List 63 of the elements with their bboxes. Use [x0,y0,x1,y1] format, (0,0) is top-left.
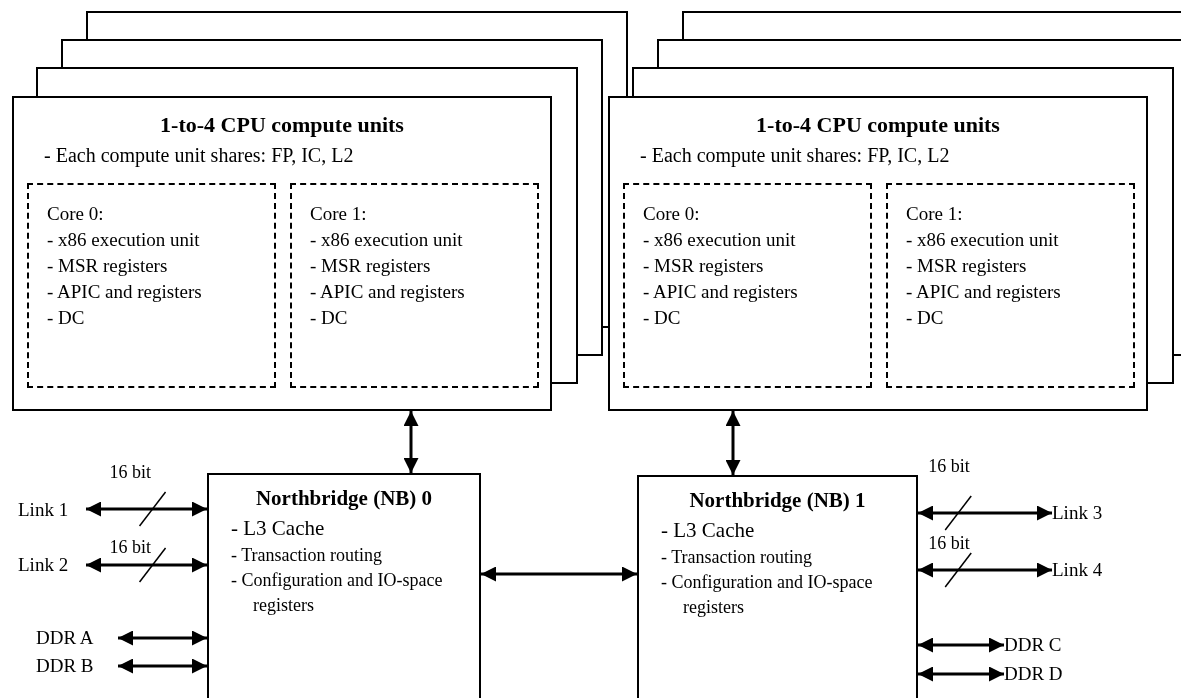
bullet-item: - APIC and registers [47,280,203,304]
bullet-item: - MSR registers [906,254,1028,278]
bullet-item: - x86 execution unit [906,228,1060,252]
core-box [27,183,276,388]
core-box [886,183,1135,388]
port-label: Link 2 [18,553,86,577]
edge-label: 16 bit [928,533,970,553]
bullet-item: - L3 Cache [661,517,756,544]
arrow [118,630,207,646]
arrow [918,505,1052,521]
core-box [290,183,539,388]
port-label: DDR A [36,626,118,650]
box-title: 1-to-4 CPU compute units [159,112,405,138]
box-title: Northbridge (NB) 1 [688,487,867,514]
port-label: Link 3 [1052,501,1120,525]
compute-unit-box [608,96,1148,411]
bullet-item: - x86 execution unit [310,228,464,252]
compute-unit-box [12,96,552,411]
core-title: Core 1: [906,202,964,226]
arrow [918,666,1004,682]
bullet-item: - Configuration and IO-space registers [231,569,444,617]
bullet-item: - DC [310,306,349,330]
edge-label: 16 bit [109,537,152,557]
northbridge-box [637,475,918,698]
core-title: Core 1: [310,202,368,226]
bullet-item: - x86 execution unit [47,228,201,252]
bullet-item: - x86 execution unit [643,228,797,252]
bullet-item: - MSR registers [47,254,169,278]
port-label: Link 4 [1052,558,1120,582]
arrow [725,411,741,475]
arrow [481,566,637,582]
bullet-item: - APIC and registers [310,280,466,304]
bullet-item: - DC [47,306,86,330]
port-label: DDR B [36,654,118,678]
arrow [918,637,1004,653]
core-box [623,183,872,388]
port-label: Link 1 [18,498,86,522]
bullet-item: - APIC and registers [643,280,799,304]
arrow [118,658,207,674]
box-subtitle: - Each compute unit shares: FP, IC, L2 [640,144,950,167]
bullet-item: - Configuration and IO-space registers [661,571,874,619]
arrow [86,501,207,517]
bullet-item: - DC [906,306,945,330]
arrow [918,562,1052,578]
edge-label: 16 bit [928,456,970,476]
arrow [86,557,207,573]
edge-label: 16 bit [109,462,152,482]
box-title: 1-to-4 CPU compute units [755,112,1001,138]
northbridge-box [207,473,481,698]
bullet-item: - APIC and registers [906,280,1062,304]
port-label: DDR C [1004,633,1084,657]
bullet-item: - DC [643,306,682,330]
bullet-item: - Transaction routing [661,546,813,569]
box-subtitle: - Each compute unit shares: FP, IC, L2 [44,144,354,167]
arrow [403,411,419,473]
bullet-item: - MSR registers [310,254,432,278]
core-title: Core 0: [47,202,105,226]
bullet-item: - L3 Cache [231,515,326,542]
box-title: Northbridge (NB) 0 [254,485,434,512]
bullet-item: - MSR registers [643,254,765,278]
bullet-item: - Transaction routing [231,544,383,567]
port-label: DDR D [1004,662,1084,686]
core-title: Core 0: [643,202,701,226]
